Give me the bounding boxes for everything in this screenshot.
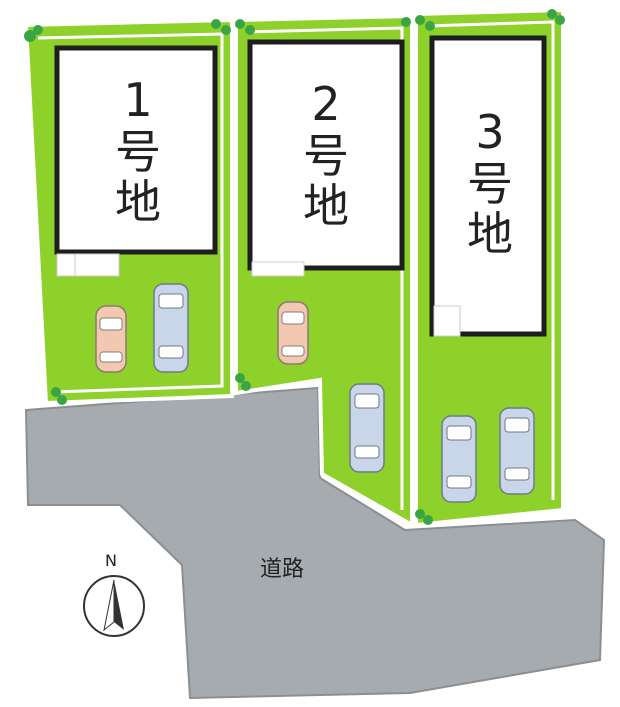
lot-3-label-go: 号	[467, 157, 513, 211]
lot-3-label-number: 3	[475, 105, 504, 159]
lot-2-setback	[245, 26, 404, 510]
lot-1-porch	[56, 253, 120, 277]
lot-3-porch	[433, 305, 461, 337]
road-area	[24, 386, 606, 700]
lot-1-label-go: 号	[115, 125, 161, 179]
road-label: 道路	[260, 557, 304, 582]
lot-1-building	[54, 45, 218, 255]
lot-2-label-chi: 地	[303, 179, 349, 233]
lot-2-building	[247, 39, 405, 271]
lot-2-car-peach	[277, 301, 309, 365]
lot-2-label-go: 号	[303, 129, 349, 183]
lot-2-car-blue	[349, 383, 385, 473]
lot-3-building	[429, 35, 547, 337]
lot-3-setback	[425, 20, 555, 500]
north-arrow-icon	[83, 575, 145, 637]
lot-3-car-right	[499, 407, 535, 495]
lot-3-label-chi: 地	[467, 207, 513, 261]
north-label: N	[105, 551, 117, 570]
lot-1-label-chi: 地	[115, 175, 161, 229]
lot-2-label-number: 2	[311, 77, 340, 131]
lot-2-porch	[251, 261, 305, 277]
lot-1-car-peach	[95, 305, 127, 373]
lot-1-label-number: 1	[123, 73, 152, 127]
lot-1-car-blue	[153, 283, 189, 373]
shrub-cluster-icon	[24, 9, 565, 525]
lot-3-car-left	[441, 415, 477, 503]
lot-1-setback	[37, 32, 224, 394]
